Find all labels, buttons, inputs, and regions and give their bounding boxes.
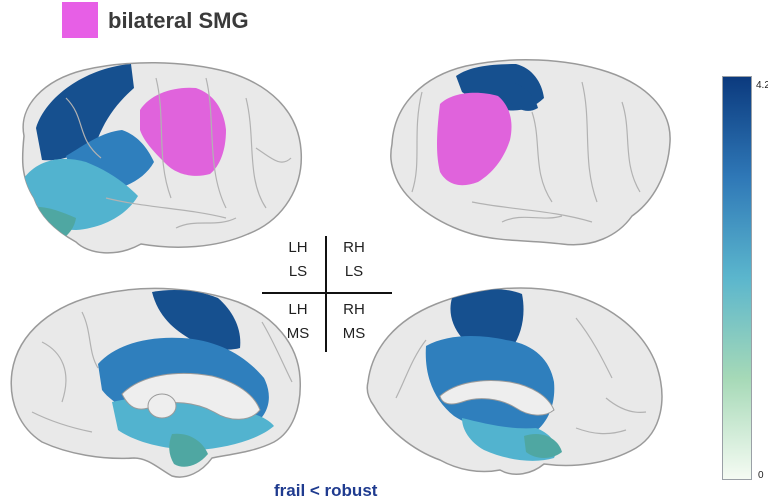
region-smg: [140, 87, 226, 176]
legend-label: bilateral SMG: [108, 8, 249, 33]
thalamus: [147, 393, 177, 419]
hemisphere-text: RH: [343, 301, 365, 318]
brain-rh-medial: [366, 287, 663, 476]
corpus-callosum: [439, 380, 555, 416]
quadrant-divider-horizontal: [262, 292, 392, 294]
label-lh-ls: LH LS: [278, 236, 318, 284]
colorbar: [722, 76, 752, 480]
contrast-caption: frail < robust: [274, 481, 378, 500]
brain-lh-medial: [10, 287, 301, 478]
quadrant-divider-vertical: [325, 236, 327, 352]
region-dark-blue: [152, 290, 241, 350]
region-dark-blue: [450, 289, 524, 350]
brain-lh-lateral: [21, 61, 303, 254]
region-teal: [169, 433, 208, 467]
region-dark-blue: [510, 82, 538, 111]
hemisphere-text: RH: [343, 239, 365, 256]
colorbar-min-label: 0: [758, 470, 764, 481]
brain-rh-lateral: [390, 59, 671, 246]
view-text: MS: [286, 325, 310, 342]
region-dark-blue: [36, 64, 134, 161]
region-teal: [524, 433, 562, 458]
legend-swatch-smg: [62, 2, 98, 38]
label-rh-ls: RH LS: [334, 236, 374, 284]
view-text: LS: [344, 263, 364, 280]
label-lh-ms: LH MS: [278, 298, 318, 346]
view-text: LS: [288, 263, 308, 280]
region-smg: [437, 92, 512, 186]
colorbar-max-label: 4.2: [756, 80, 768, 91]
hemisphere-text: LH: [288, 301, 308, 318]
hemisphere-text: LH: [288, 239, 308, 256]
label-rh-ms: RH MS: [334, 298, 374, 346]
view-text: MS: [342, 325, 366, 342]
